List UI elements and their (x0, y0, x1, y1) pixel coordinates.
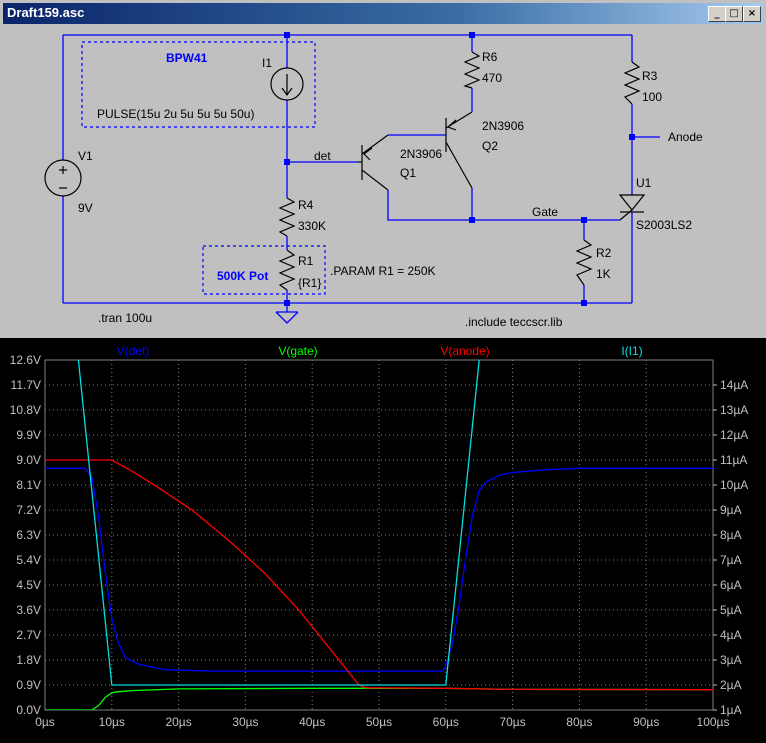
r2-label: R2 (596, 246, 612, 260)
tran-directive: .tran 100u (98, 311, 152, 325)
x-tick-label: 100µs (697, 715, 730, 729)
plot-grid (44, 359, 714, 711)
y-right-tick-label: 8µA (720, 528, 742, 542)
y-left-tick-label: 2.7V (16, 628, 41, 642)
q2-model: 2N3906 (482, 119, 524, 133)
x-tick-label: 10µs (99, 715, 125, 729)
x-tick-label: 30µs (232, 715, 258, 729)
u1-label: U1 (636, 176, 652, 190)
junctions (284, 32, 635, 306)
y-left-tick-label: 1.8V (16, 653, 41, 667)
y-left-tick-label: 10.8V (10, 403, 41, 417)
x-tick-label: 60µs (433, 715, 459, 729)
schematic-canvas[interactable]: BPW41 I1 PULSE(15u 2u 5u 5u 5u 50u) V1 9… (5, 26, 761, 336)
gate-label: Gate (532, 205, 558, 219)
legend-v-gate[interactable]: V(gate) (278, 344, 317, 358)
wires (62, 34, 660, 324)
r6-label: R6 (482, 50, 498, 64)
r3-value: 100 (642, 90, 662, 104)
param-directive: .PARAM R1 = 250K (330, 264, 436, 278)
left-axis-ticks: 0.0V 0.9V 1.8V 2.7V 3.6V 4.5V 5.4V 6.3V 7.2V 8.1V… (10, 353, 41, 717)
r6-value: 470 (482, 71, 502, 85)
i1-label: I1 (262, 56, 272, 70)
y-right-tick-label: 5µA (720, 603, 742, 617)
x-tick-label: 40µs (299, 715, 325, 729)
trace-v-anode (45, 459, 713, 691)
v1-value: 9V (78, 201, 93, 215)
components (44, 51, 646, 291)
y-left-tick-label: 5.4V (16, 553, 41, 567)
y-right-tick-label: 4µA (720, 628, 742, 642)
y-left-tick-label: 11.7V (11, 378, 41, 392)
x-tick-label: 0µs (35, 715, 55, 729)
y-right-tick-label: 6µA (720, 578, 742, 592)
r4-value: 330K (298, 219, 326, 233)
y-right-tick-label: 14µA (720, 378, 748, 392)
y-left-tick-label: 12.6V (10, 353, 41, 367)
trace-legend[interactable]: V(det) V(gate) V(anode) I(I1) (117, 344, 643, 358)
x-tick-label: 90µs (633, 715, 659, 729)
trace-v-gate (45, 687, 713, 710)
x-tick-label: 70µs (499, 715, 525, 729)
maximize-button[interactable]: □ (725, 6, 743, 22)
legend-v-anode[interactable]: V(anode) (440, 344, 489, 358)
y-right-tick-label: 7µA (720, 553, 742, 567)
include-directive: .include teccscr.lib (465, 315, 563, 329)
pulse-label: PULSE(15u 2u 5u 5u 5u 50u) (97, 107, 254, 121)
r4-label: R4 (298, 198, 314, 212)
q2-label: Q2 (482, 139, 498, 153)
y-right-tick-label: 12µA (720, 428, 748, 442)
legend-i-i1[interactable]: I(I1) (621, 344, 642, 358)
v1-label: V1 (78, 149, 93, 163)
bpw41-label: BPW41 (166, 51, 208, 65)
y-left-tick-label: 6.3V (16, 528, 41, 542)
comment-boxes (81, 41, 326, 295)
y-right-tick-label: 9µA (720, 503, 742, 517)
schematic-window: Draft159.asc _ □ × (0, 0, 766, 338)
x-tick-label: 80µs (566, 715, 592, 729)
x-axis-ticks: 0µs 10µs 20µs 30µs 40µs 50µs 60µs 70µs 80µs 90µs 1… (35, 715, 729, 729)
close-button[interactable]: × (743, 6, 761, 22)
q1-model: 2N3906 (400, 147, 442, 161)
y-right-tick-label: 11µA (720, 453, 747, 467)
q1-label: Q1 (400, 166, 416, 180)
y-right-tick-label: 2µA (720, 678, 742, 692)
waveform-viewer[interactable]: 0.0V 0.9V 1.8V 2.7V 3.6V 4.5V 5.4V 6.3V 7.2V 8.1V… (0, 338, 766, 743)
trace-group (45, 360, 713, 710)
y-left-tick-label: 3.6V (16, 603, 41, 617)
y-left-tick-label: 4.5V (16, 578, 41, 592)
y-right-tick-label: 1µA (720, 703, 742, 717)
minimize-button[interactable]: _ (708, 6, 726, 22)
legend-v-det[interactable]: V(det) (117, 344, 150, 358)
y-right-tick-label: 3µA (720, 653, 742, 667)
title-bar[interactable]: Draft159.asc _ □ × (3, 3, 763, 24)
anode-label: Anode (668, 130, 703, 144)
r1-label: R1 (298, 254, 314, 268)
r2-value: 1K (596, 267, 611, 281)
y-right-tick-label: 10µA (720, 478, 748, 492)
right-axis-ticks: 1µA 2µA 3µA 4µA 5µA 6µA 7µA 8µA 9µA 10µA 11µA 12µA 1… (713, 378, 748, 717)
y-left-tick-label: 9.9V (16, 428, 41, 442)
y-right-tick-label: 13µA (720, 403, 748, 417)
window-title: Draft159.asc (7, 5, 85, 20)
u1-model: S2003LS2 (636, 218, 692, 232)
y-left-tick-label: 0.0V (16, 703, 41, 717)
x-tick-label: 20µs (165, 715, 191, 729)
y-left-tick-label: 0.9V (16, 678, 41, 692)
trace-v-det (45, 467, 713, 672)
y-left-tick-label: 7.2V (16, 503, 41, 517)
x-tick-label: 50µs (366, 715, 392, 729)
trace-i-i1 (77, 360, 480, 686)
y-left-tick-label: 9.0V (16, 453, 41, 467)
pot-label: 500K Pot (217, 269, 268, 283)
r1-value: {R1} (298, 276, 321, 290)
y-left-tick-label: 8.1V (16, 478, 41, 492)
r3-label: R3 (642, 69, 658, 83)
waveform-plot[interactable]: 0.0V 0.9V 1.8V 2.7V 3.6V 4.5V 5.4V 6.3V 7.2V 8.1V… (0, 338, 766, 743)
det-label: det (314, 149, 331, 163)
